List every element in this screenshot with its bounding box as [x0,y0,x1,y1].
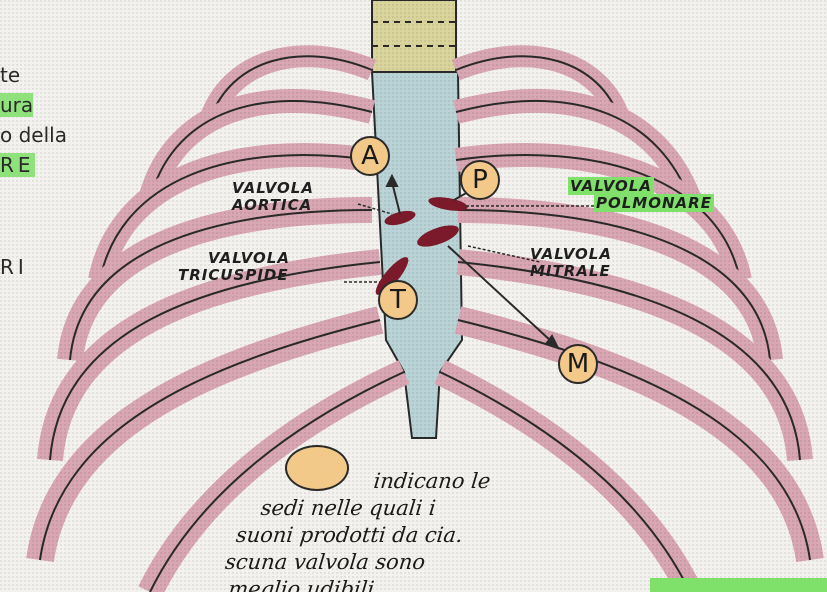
label-mitral-valve: VALVOLA MITRALE [530,246,612,280]
marker-tricuspid: T [378,280,418,320]
legend-text: indicano le sedi nelle quali i suoni pro… [221,468,565,592]
left-text-fragment: RE [0,150,35,180]
marker-aortic: A [350,136,390,176]
marker-pulmonary: P [460,160,500,200]
highlight-strip [650,578,827,592]
left-text-fragment: o della [0,120,67,150]
left-text-fragment: te [0,60,20,90]
label-tricuspid-valve: VALVOLA TRICUSPIDE [178,250,290,284]
label-aortic-valve: VALVOLA AORTICA [232,180,314,214]
left-text-fragment: ura [0,90,33,120]
marker-mitral: M [558,344,598,384]
left-text-fragment: RI [0,252,28,282]
label-pulmonary-valve: VALVOLA POLMONARE [568,178,714,212]
